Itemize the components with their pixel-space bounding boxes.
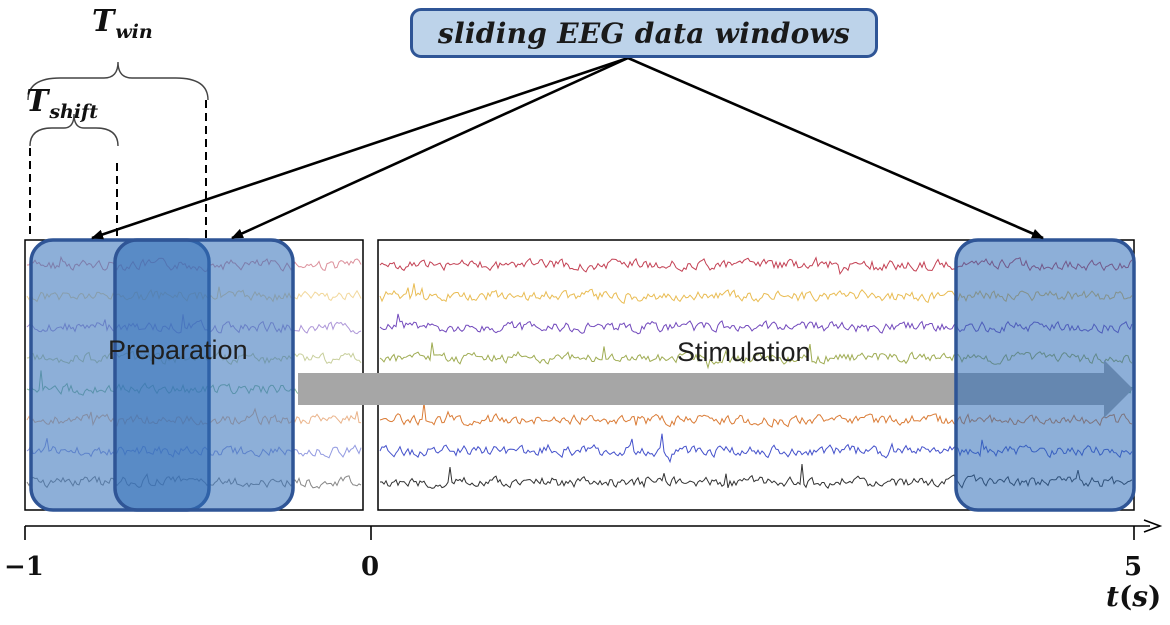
stimulation-label: Stimulation bbox=[677, 337, 811, 367]
t-shift-symbol: T bbox=[26, 84, 49, 119]
t-shift-label: Tshift bbox=[26, 84, 98, 123]
t-win-symbol: T bbox=[92, 4, 115, 39]
time-axis-label: t(s) bbox=[1106, 580, 1162, 613]
sliding-window-last bbox=[954, 238, 1136, 512]
time-axis bbox=[24, 519, 1163, 540]
tick-label-5: 5 bbox=[1124, 552, 1143, 582]
t-win-brace bbox=[27, 61, 209, 101]
t-shift-subscript: shift bbox=[49, 101, 99, 123]
axis-variable: t bbox=[1106, 580, 1119, 613]
preparation-label: Preparation bbox=[108, 335, 248, 365]
callout-connector-arrows bbox=[91, 56, 1044, 240]
sliding-windows-callout: sliding EEG data windows bbox=[410, 8, 878, 58]
tick-label-0: 0 bbox=[361, 552, 380, 582]
t-shift-brace bbox=[29, 113, 119, 147]
tick-label-minus-1: −1 bbox=[4, 552, 44, 582]
axis-unit: s bbox=[1132, 580, 1148, 613]
t-win-label: Twin bbox=[92, 4, 153, 43]
t-win-subscript: win bbox=[115, 21, 153, 43]
sliding-window-2 bbox=[113, 238, 295, 512]
